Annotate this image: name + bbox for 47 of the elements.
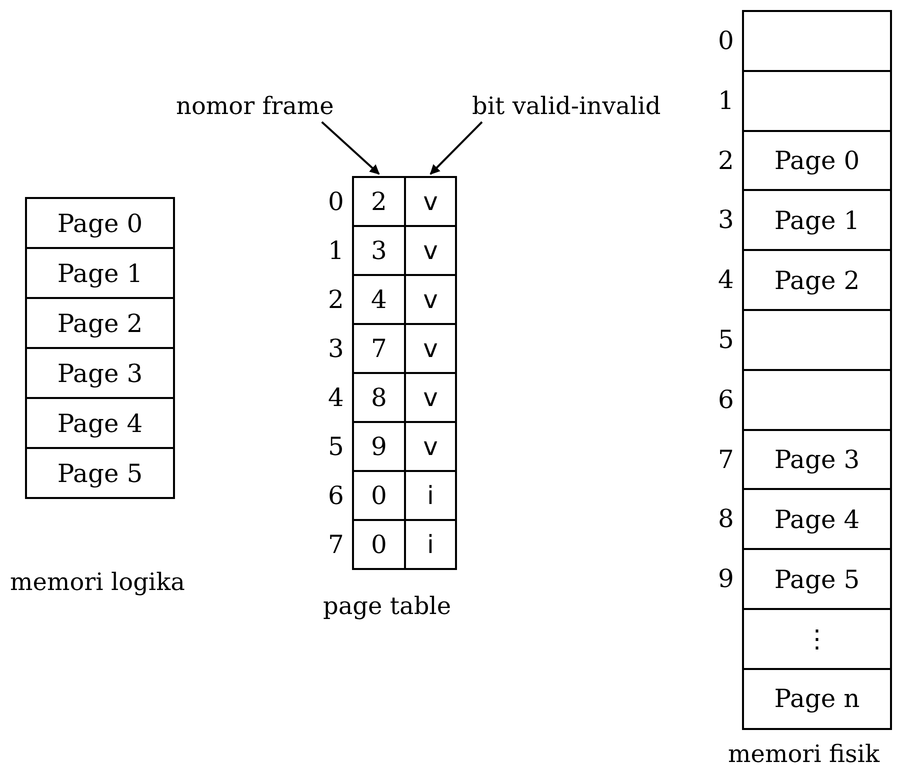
- page-cell: Page 4: [25, 397, 175, 449]
- leader-arrow: [321, 121, 380, 175]
- memory-frame-cell: Page 3: [742, 428, 892, 490]
- page-cell: Page 3: [25, 347, 175, 399]
- memory-frame-cell: Page 0: [742, 130, 892, 192]
- row-number: 3: [328, 334, 344, 362]
- page-cell: Page 1: [25, 247, 175, 299]
- frame-number-cell: 0: [352, 519, 406, 570]
- frame-number-cell: 2: [352, 176, 406, 227]
- page-cell: Page 5: [25, 447, 175, 499]
- row-number: 6: [718, 386, 734, 414]
- row-number: 1: [718, 86, 734, 115]
- row-number: 2: [718, 146, 734, 174]
- row-number: 5: [328, 432, 344, 460]
- page-cell: Page 0: [25, 197, 175, 249]
- memory-frame-cell: Page 5: [742, 548, 892, 610]
- leader-label: bit valid-invalid: [472, 92, 661, 120]
- memory-frame-cell: Page 4: [742, 488, 892, 550]
- row-number: 0: [718, 26, 734, 55]
- row-number: 2: [328, 286, 344, 314]
- leader-label: nomor frame: [176, 92, 334, 120]
- memory-frame-cell: Page 2: [742, 249, 892, 311]
- caption: page table: [323, 592, 452, 620]
- row-number: 6: [328, 482, 344, 510]
- row-number: 0: [328, 188, 344, 216]
- empty-frame-cell: [742, 368, 892, 431]
- caption: memori fisik: [728, 740, 880, 768]
- caption: memori logika: [10, 568, 185, 596]
- row-number: 7: [328, 530, 344, 558]
- row-number: 9: [718, 565, 734, 594]
- empty-frame-cell: [742, 70, 892, 132]
- memory-frame-cell: Page n: [742, 668, 892, 730]
- memory-frame-cell: ⋮: [742, 608, 892, 670]
- row-number: 8: [718, 505, 734, 534]
- row-number: 4: [718, 266, 734, 294]
- leader-arrow: [430, 121, 483, 175]
- valid-bit-cell: i: [404, 519, 457, 570]
- row-number: 4: [328, 384, 344, 412]
- memory-frame-cell: Page 1: [742, 189, 892, 252]
- page-cell: Page 2: [25, 297, 175, 349]
- row-number: 5: [718, 326, 734, 354]
- empty-frame-cell: [742, 10, 892, 72]
- valid-bit-cell: v: [404, 176, 457, 227]
- row-number: 7: [718, 446, 734, 474]
- row-number: 1: [328, 236, 344, 264]
- empty-frame-cell: [742, 309, 892, 371]
- row-number: 3: [718, 206, 734, 234]
